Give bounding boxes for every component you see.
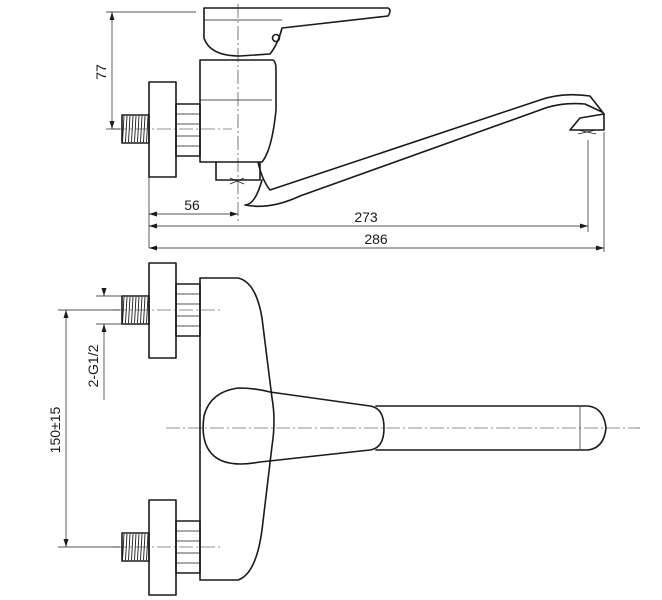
side-outlet-mark xyxy=(229,177,245,185)
dim-77-label: 77 xyxy=(93,64,109,80)
side-wall-flange xyxy=(148,81,177,178)
front-view: 2-G1/2 150±15 xyxy=(47,262,640,596)
side-hex-nut xyxy=(175,103,201,157)
side-view: 77 56 273 286 xyxy=(93,4,605,252)
dim-thread: 2-G1/2 xyxy=(85,288,122,400)
side-lever-handle xyxy=(203,7,391,57)
front-upper-flange xyxy=(148,262,177,359)
dim-56-label: 56 xyxy=(184,197,200,213)
front-spout xyxy=(202,387,607,465)
dim-150-label: 150±15 xyxy=(47,406,63,453)
dim-56: 56 xyxy=(148,177,238,248)
dim-150: 150±15 xyxy=(47,309,120,548)
dim-thread-label: 2-G1/2 xyxy=(85,344,101,387)
dim-77: 77 xyxy=(93,11,196,130)
front-lower-flange xyxy=(148,499,177,596)
dim-273: 273 xyxy=(149,140,589,232)
dim-286: 286 xyxy=(149,132,605,252)
side-spout xyxy=(244,93,605,208)
dim-286-label: 286 xyxy=(364,231,388,247)
dim-273-label: 273 xyxy=(354,209,378,225)
front-mixer-body xyxy=(199,277,275,581)
